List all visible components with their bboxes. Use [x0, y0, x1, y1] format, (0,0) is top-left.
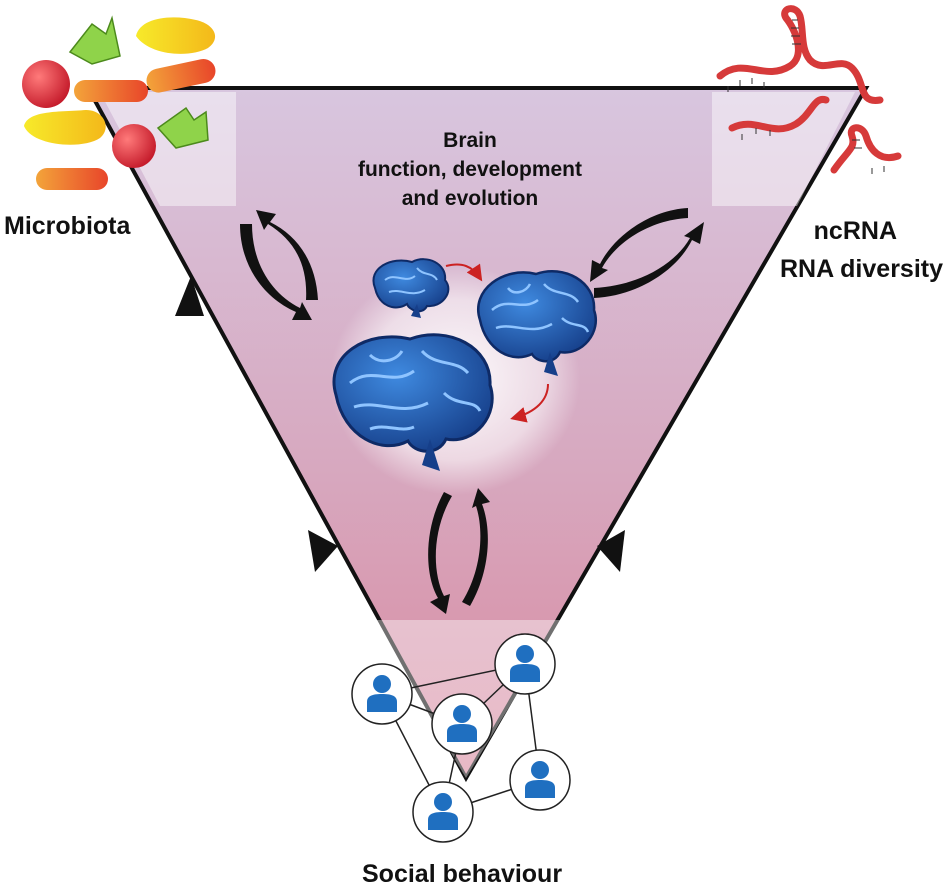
microbe-rod-2: [146, 59, 216, 93]
center-title-line1: Brain: [443, 129, 497, 152]
microbe-yellow-1: [136, 17, 216, 54]
curved-arrow-tl-1: [256, 210, 318, 300]
person-node-4: [509, 749, 571, 811]
center-title: Brain function, development and evolutio…: [300, 126, 640, 213]
curved-arrow-tr-1: [590, 208, 688, 282]
edge-arrowheads: [175, 276, 625, 572]
edge-arrow-left-down: [308, 530, 338, 572]
edge-arrow-right-down: [597, 530, 625, 572]
red-arrow-2: [510, 383, 549, 423]
microbe-red-ball-2: [112, 124, 156, 168]
person-node-3: [431, 693, 493, 755]
social-behaviour-label: Social behaviour: [362, 860, 563, 888]
curved-arrow-tl-2: [240, 224, 312, 320]
curved-arrow-bottom-2: [462, 488, 490, 606]
rna-hairpin-ticks: [727, 19, 885, 174]
microbe-rod-1: [74, 80, 148, 102]
curved-arrow-bottom-1: [428, 492, 452, 614]
microbiota-illustration: [22, 15, 216, 190]
person-node-2: [494, 633, 556, 695]
microbe-yellow-2: [24, 110, 106, 145]
brain-small: [372, 258, 450, 318]
microbe-red-ball-1: [22, 60, 70, 108]
ncrna-label-line2: RNA diversity: [779, 255, 943, 283]
person-node-1: [351, 663, 413, 725]
ncrna-label-line1: ncRNA: [813, 217, 897, 245]
curved-arrows: [240, 208, 704, 614]
brain-evolution-arrows: [445, 263, 549, 423]
microbiota-label: Microbiota: [4, 212, 131, 240]
brain-medium: [477, 269, 597, 376]
corner-panel-right: [712, 92, 855, 206]
ncrna-illustration: [716, 5, 902, 174]
microbe-green-2: [156, 106, 209, 149]
ncrna-label: ncRNA RNA diversity: [780, 212, 943, 288]
edge-arrow-left-up: [175, 276, 204, 316]
rna-strand-1: [716, 5, 884, 104]
microbe-green-1: [68, 15, 121, 65]
rna-strand-3: [830, 124, 902, 174]
social-network: [351, 633, 571, 843]
center-title-line2: function, development: [357, 158, 582, 181]
red-arrow-1: [445, 263, 483, 282]
center-title-line3: and evolution: [401, 187, 539, 210]
rna-strand-2: [728, 96, 830, 133]
microbe-rod-3: [36, 168, 108, 190]
brain-large: [332, 333, 494, 471]
person-node-5: [412, 781, 474, 843]
curved-arrow-tr-2: [594, 222, 704, 298]
